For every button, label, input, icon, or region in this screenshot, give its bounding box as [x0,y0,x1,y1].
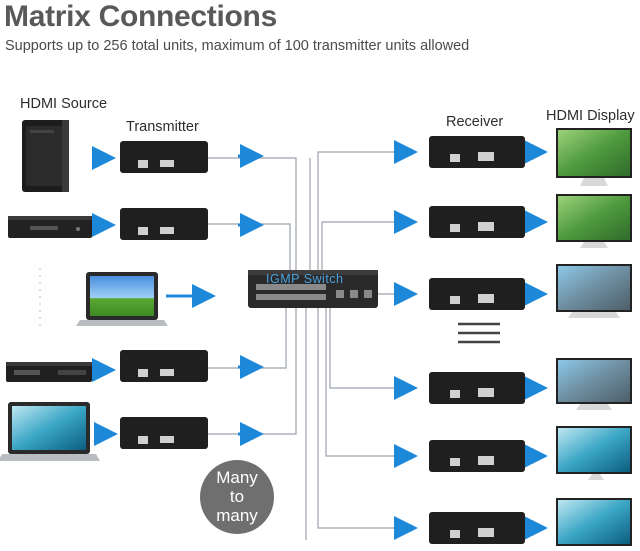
signal-arrows [92,140,548,540]
page-subtitle: Supports up to 256 total units, maximum … [5,38,470,54]
page-title: Matrix Connections [4,0,277,33]
receiver-ports [450,152,494,538]
hdmi-displays [556,128,632,546]
header-transmitter: Transmitter [126,119,199,135]
source-set-top-box [6,362,92,382]
badge-line-1: Many [216,468,258,487]
tx-network-lines [208,157,311,540]
many-to-many-badge: Many to many [200,460,274,534]
switch-label: IGMP Switch [266,272,344,286]
transmitter-ports [138,160,174,444]
badge-line-2: to [229,487,245,506]
source-laptop-xp [76,272,168,326]
receiver-boxes [429,136,525,544]
source-pc-tower [22,120,69,192]
source-dvd-player [8,216,92,238]
source-laptop-ocean [0,402,100,461]
igmp-switch [248,270,378,308]
header-hdmi-source: HDMI Source [20,96,108,112]
receiver-gap-dashes [458,322,500,344]
header-hdmi-display: HDMI Display [546,108,635,124]
badge-line-3: many [216,506,258,525]
rx-network-lines [317,151,400,529]
header-receiver: Receiver [446,114,504,130]
